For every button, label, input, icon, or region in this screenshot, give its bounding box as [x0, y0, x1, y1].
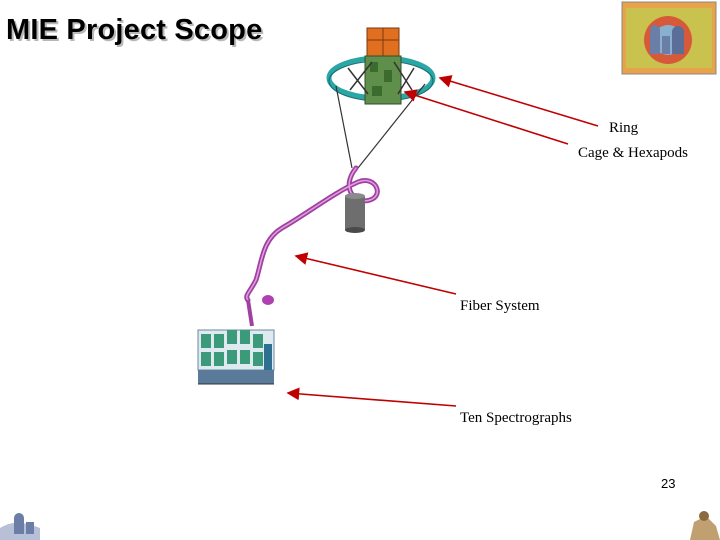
ring-label: Ring	[609, 120, 639, 136]
arrow-fiber	[294, 252, 457, 295]
fiber-bundle	[244, 165, 380, 327]
page-number: 23	[661, 476, 676, 491]
callout-arrows	[286, 75, 599, 407]
slide-title: MIE Project Scope	[6, 14, 263, 46]
cage-hexapods-label: Cage & Hexapods	[578, 145, 688, 161]
arrow-spectrographs	[286, 387, 457, 407]
fiber-housing-cylinder	[345, 193, 365, 233]
energy-logo	[621, 1, 717, 75]
fiber-system-label: Fiber System	[460, 298, 540, 314]
telescope-building-icon	[0, 513, 40, 540]
corner-figure-icon	[690, 511, 720, 540]
cage-and-hexapods	[347, 27, 415, 105]
ten-spectrographs-label: Ten Spectrographs	[460, 410, 572, 426]
spectrograph-array	[197, 329, 275, 385]
arrow-cage	[403, 89, 569, 145]
arrow-ring	[438, 75, 599, 127]
